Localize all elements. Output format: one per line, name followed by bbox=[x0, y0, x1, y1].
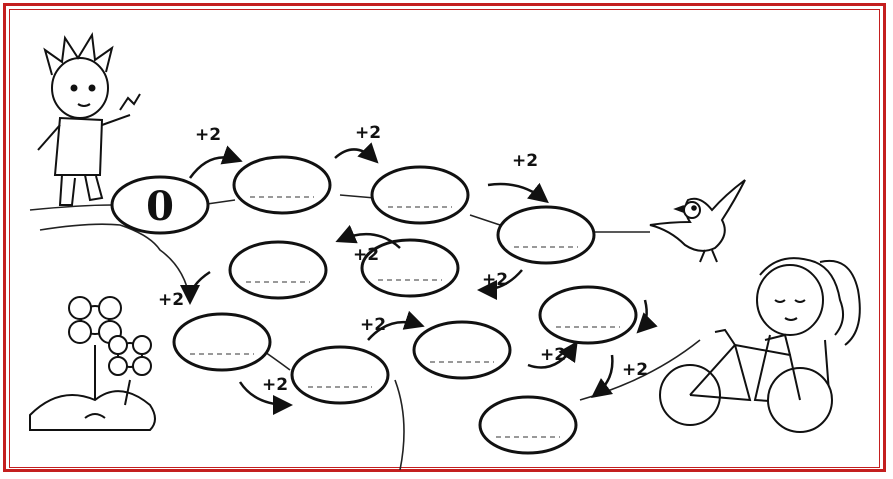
step-label: +2 bbox=[622, 360, 648, 380]
answer-oval[interactable] bbox=[370, 165, 470, 225]
answer-oval[interactable] bbox=[412, 320, 512, 380]
worksheet-frame bbox=[3, 3, 886, 472]
step-arrow bbox=[367, 310, 425, 341]
step-label: +2 bbox=[195, 125, 221, 145]
answer-oval[interactable] bbox=[228, 240, 328, 300]
girl-with-bicycle-illustration bbox=[659, 257, 861, 433]
step-arrow bbox=[180, 270, 211, 305]
answer-oval-start: 0 bbox=[110, 175, 210, 235]
bird-illustration bbox=[649, 179, 746, 263]
step-label: +2 bbox=[158, 290, 184, 310]
start-number: 0 bbox=[146, 183, 174, 230]
step-arrow bbox=[477, 269, 523, 300]
boy-illustration bbox=[37, 32, 141, 206]
answer-oval[interactable] bbox=[290, 345, 390, 405]
answer-oval[interactable] bbox=[172, 312, 272, 372]
answer-oval[interactable] bbox=[478, 395, 578, 455]
step-arrow bbox=[335, 224, 401, 249]
answer-oval[interactable] bbox=[232, 155, 332, 215]
step-arrow bbox=[334, 142, 379, 164]
step-label: +2 bbox=[540, 345, 566, 365]
answer-oval[interactable] bbox=[496, 205, 596, 265]
worksheet-inner-border bbox=[9, 9, 880, 468]
step-arrow bbox=[238, 381, 293, 415]
answer-oval[interactable] bbox=[538, 285, 638, 345]
flower-bush-illustration bbox=[29, 296, 156, 431]
step-label: +2 bbox=[482, 270, 508, 290]
step-label: +2 bbox=[355, 123, 381, 143]
step-label: +2 bbox=[512, 151, 538, 171]
step-label: +2 bbox=[360, 315, 386, 335]
step-label: +2 bbox=[353, 245, 379, 265]
answer-oval[interactable] bbox=[360, 238, 460, 298]
step-arrow bbox=[188, 145, 243, 179]
step-arrow bbox=[636, 299, 658, 334]
step-label: +2 bbox=[262, 375, 288, 395]
step-arrow bbox=[527, 340, 578, 369]
step-arrow bbox=[591, 354, 614, 399]
step-arrow bbox=[487, 182, 549, 204]
